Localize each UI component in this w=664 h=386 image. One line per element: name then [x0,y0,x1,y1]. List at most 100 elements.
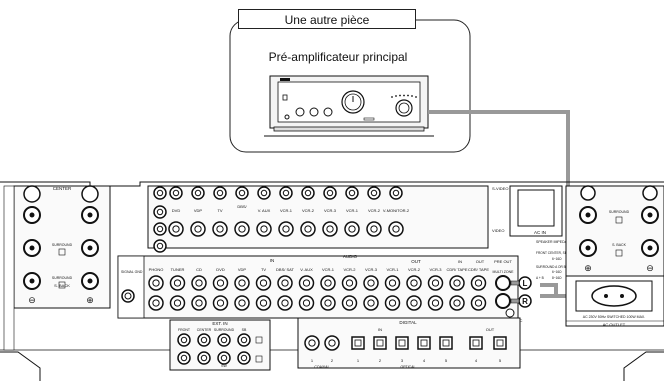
audio-left-jack[interactable] [298,275,315,291]
video-composite-jack[interactable] [190,221,206,237]
speaker-impedance-label: SPEAKER IMPEDANCE [536,240,575,244]
audio-left-jack[interactable] [169,275,186,291]
video-s-jack[interactable] [191,186,205,200]
video-composite-jack[interactable] [300,221,316,237]
video-extra-jack[interactable] [153,222,167,236]
audio-left-jack[interactable] [470,275,487,291]
audio-right-jack[interactable] [449,295,465,311]
right-s-back-label: S. BACK [612,243,626,247]
digital-coaxial-jack[interactable] [324,335,340,351]
digital-optical-jack[interactable] [395,336,409,350]
digital-coaxial-jack[interactable] [304,335,320,351]
digital-optical-jack[interactable] [469,336,483,350]
video-composite-jack[interactable] [344,221,360,237]
video-s-jack[interactable] [323,186,337,200]
multi-zone-label: MULTI ZONE [493,270,515,274]
audio-right-jack[interactable] [191,295,207,311]
video-input-label: VCR-2 [368,208,381,213]
audio-left-jack[interactable] [363,275,379,291]
center-label: CENTER [53,186,72,191]
video-extra-jack[interactable] [153,186,167,200]
audio-left-jack[interactable] [427,275,444,291]
pre-out-label: PRE OUT [494,259,512,264]
video-extra-jack[interactable] [153,239,167,253]
audio-left-jack[interactable] [234,275,250,291]
audio-left-jack[interactable] [449,275,465,291]
video-input-label: VCR-2 [302,208,315,213]
audio-right-jack[interactable] [341,295,358,311]
ext-in-jack[interactable] [177,351,191,365]
video-s-jack[interactable] [169,186,183,200]
video-extra-jack[interactable] [153,205,167,219]
audio-left-jack[interactable] [148,275,164,291]
digital-optical-jack[interactable] [351,336,365,350]
video-s-jack[interactable] [301,186,315,200]
video-composite-jack[interactable] [322,221,338,237]
video-s-jack[interactable] [389,186,403,200]
audio-panel: SIGNAL GND IN AUDIO OUT IN OUT PRE OUT M… [117,254,532,323]
digital-optical-jack[interactable] [493,336,507,350]
ext-in-jack[interactable] [197,333,211,347]
video-input-label: VDP [194,208,203,213]
video-composite-jack[interactable] [366,221,382,237]
ext-in-jack[interactable] [177,333,191,347]
audio-right-jack[interactable] [470,295,487,311]
video-s-jack[interactable] [213,186,227,200]
video-input-label: VCR-3 [324,208,337,213]
coaxial-label: COAXIAL [314,365,329,369]
audio-right-jack[interactable] [212,295,229,311]
audio-right-jack[interactable] [234,295,250,311]
digital-optical-jack[interactable] [373,336,387,350]
audio-left-jack[interactable] [212,275,229,291]
video-s-jack[interactable] [345,186,359,200]
video-composite-jack[interactable] [388,221,404,237]
audio-right-jack[interactable] [320,295,336,311]
pre-out-right-jack[interactable] [495,293,511,309]
video-composite-jack[interactable] [256,221,272,237]
video-s-jack[interactable] [279,186,293,200]
audio-left-jack[interactable] [255,275,272,291]
ext-in-jack[interactable] [237,333,251,347]
ac-rating-label: AC 230V 50Hz SWITCHED 100W MAX. [583,315,645,319]
ext-in-jack[interactable] [217,351,231,365]
digital-optical-jack[interactable] [439,336,453,350]
video-composite-jack[interactable] [234,221,250,237]
audio-right-jack[interactable] [384,295,401,311]
audio-right-jack[interactable] [406,295,422,311]
audio-input-label: TV [261,267,266,272]
ext-in-jack[interactable] [217,333,231,347]
audio-right-jack[interactable] [298,295,315,311]
audio-left-jack[interactable] [277,275,293,291]
video-input-label: DVD [172,208,181,213]
audio-right-jack[interactable] [255,295,272,311]
video-s-jack[interactable] [257,186,271,200]
audio-left-jack[interactable] [341,275,358,291]
audio-right-jack[interactable] [363,295,379,311]
ohm1-label: 6~16Ω [552,257,562,261]
audio-left-jack[interactable] [406,275,422,291]
digital-optical-jack[interactable] [417,336,431,350]
video-s-jack[interactable] [367,186,381,200]
video-composite-jack[interactable] [168,221,184,237]
audio-left-jack[interactable] [191,275,207,291]
audio-in2-label: IN [458,259,462,264]
surround-b-label: SURROUND [52,276,73,280]
audio-right-jack[interactable] [427,295,444,311]
audio-right-jack[interactable] [148,295,164,311]
ext-in-jack[interactable] [237,351,251,365]
video-composite-jack[interactable] [212,221,228,237]
video-composite-jack[interactable] [278,221,294,237]
audio-right-jack[interactable] [277,295,293,311]
video-input-label: VCR-1 [346,208,359,213]
audio-input-label: CD [196,267,202,272]
ext-in-jack[interactable] [197,351,211,365]
ac-in-area: AC IN SPEAKER IMPEDANCE FRONT CENTER, SB… [509,185,579,280]
minus-symbol: ⊖ [28,295,36,305]
audio-left-jack[interactable] [320,275,336,291]
pre-out-left-jack[interactable] [495,275,511,291]
front-center-label: FRONT CENTER, SB / MULTI [536,251,579,255]
audio-right-jack[interactable] [169,295,186,311]
audio-left-jack[interactable] [384,275,401,291]
video-s-jack[interactable] [235,186,249,200]
ext-in-label: SB [242,328,247,332]
